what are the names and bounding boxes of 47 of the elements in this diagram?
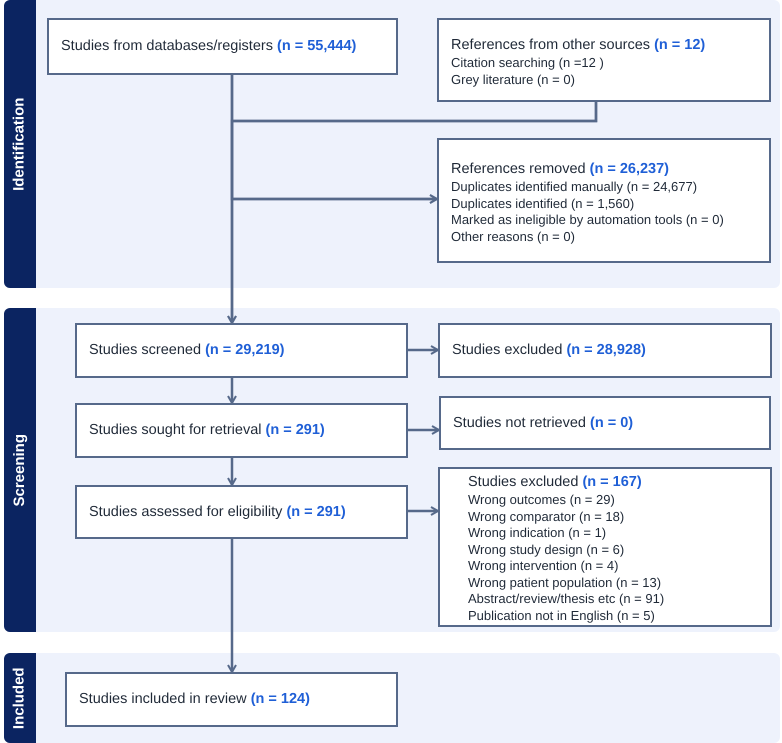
arrow xyxy=(227,458,237,486)
box-text: Marked as ineligible by automation tools (n = 0) xyxy=(451,212,725,228)
box-text: References from other sources (n = 12) xyxy=(451,36,706,55)
box-text: Studies included in review (n = 124) xyxy=(79,690,311,709)
process-box xyxy=(438,323,772,378)
process-box xyxy=(75,323,408,378)
box-text: Studies from databases/registers (n = 55,444) xyxy=(61,37,358,56)
arrow xyxy=(408,425,440,435)
box-text: Duplicates identified (n = 1,560) xyxy=(451,196,636,212)
box-text: Wrong outcomes (n = 29) xyxy=(468,492,616,508)
phase-label: Included xyxy=(10,667,29,729)
process-box xyxy=(47,18,398,75)
box-text: Studies sought for retrieval (n = 291) xyxy=(89,421,326,440)
box-text: Wrong indication (n = 1) xyxy=(468,525,608,542)
process-box xyxy=(438,467,772,627)
box-text: Abstract/review/thesis etc (n = 91) xyxy=(468,591,666,608)
box-text: Studies not retrieved (n = 0) xyxy=(453,414,634,432)
box-text: Other reasons (n = 0) xyxy=(451,228,576,245)
phase-panel xyxy=(4,0,780,288)
phase-panel xyxy=(4,308,780,632)
box-text: Grey literature (n = 0) xyxy=(451,72,576,88)
box-text: References removed (n = 26,237) xyxy=(451,160,670,179)
box-text: Wrong intervention (n = 4) xyxy=(468,558,620,574)
phase-label: Screening xyxy=(10,434,29,506)
phase-panel xyxy=(4,653,780,743)
box-text: Publication not in English (n = 5) xyxy=(468,608,656,624)
process-box xyxy=(75,485,408,539)
arrow xyxy=(227,539,237,673)
process-box xyxy=(439,396,771,450)
box-text: Studies assessed for eligibility (n = 291) xyxy=(89,502,347,522)
box-text: Studies excluded (n = 167) xyxy=(468,473,643,492)
process-box xyxy=(75,403,408,458)
process-box xyxy=(437,138,771,263)
arrow xyxy=(227,378,237,404)
phase-label: Identification xyxy=(10,97,29,191)
box-text: Duplicates identified manually (n = 24,677) xyxy=(451,179,698,196)
arrow xyxy=(227,102,598,324)
arrow xyxy=(408,506,439,516)
process-box xyxy=(437,18,771,102)
box-text: Citation searching (n =12 ) xyxy=(451,55,605,72)
box-text: Wrong study design (n = 6) xyxy=(468,542,626,558)
box-text: Wrong patient population (n = 13) xyxy=(468,574,662,591)
box-text: Studies excluded (n = 28,928) xyxy=(452,341,647,360)
arrow xyxy=(408,345,439,355)
box-text: Studies screened (n = 29,219) xyxy=(89,341,286,360)
process-box xyxy=(65,672,398,727)
box-text: Wrong comparator (n = 18) xyxy=(468,508,626,525)
